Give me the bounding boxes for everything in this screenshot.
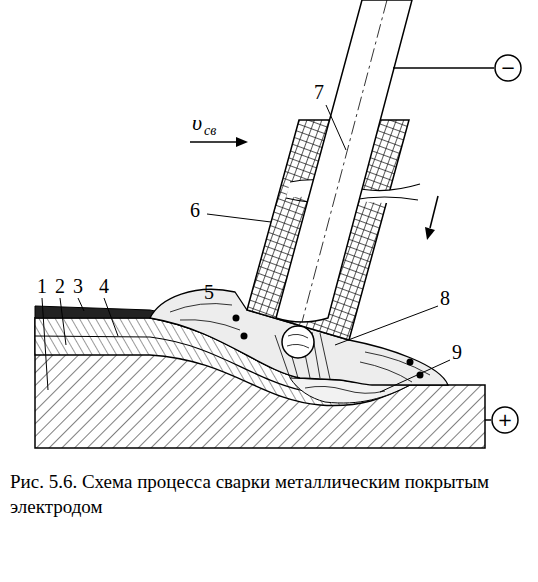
callout-number: 7: [314, 82, 324, 102]
leader-lines: [42, 105, 450, 392]
figure-caption: Рис. 5.6. Схема процесса сварки металлич…: [10, 470, 525, 519]
callout-number: 6: [190, 200, 200, 220]
terminal-plus: +: [491, 406, 519, 434]
callout-number: 2: [55, 276, 65, 296]
callout-number: 4: [99, 276, 109, 296]
callout-number: 5: [204, 282, 214, 302]
wire: [393, 67, 494, 69]
terminal-sign: +: [491, 411, 519, 429]
terminal-sign: −: [494, 59, 522, 77]
wire: [485, 419, 491, 421]
callout-number: 8: [440, 288, 450, 308]
callout-number: 3: [73, 276, 83, 296]
speed-symbol: υ: [192, 112, 202, 134]
metal-droplet: [282, 326, 314, 358]
electrode-rod: [276, 0, 412, 322]
terminal-minus: −: [494, 54, 522, 82]
callout-number: 1: [37, 276, 47, 296]
callout-number: 9: [452, 342, 462, 362]
feed-arrow: [430, 196, 438, 228]
speed-arrow: [190, 141, 238, 143]
speed-subscript: св: [204, 124, 216, 138]
